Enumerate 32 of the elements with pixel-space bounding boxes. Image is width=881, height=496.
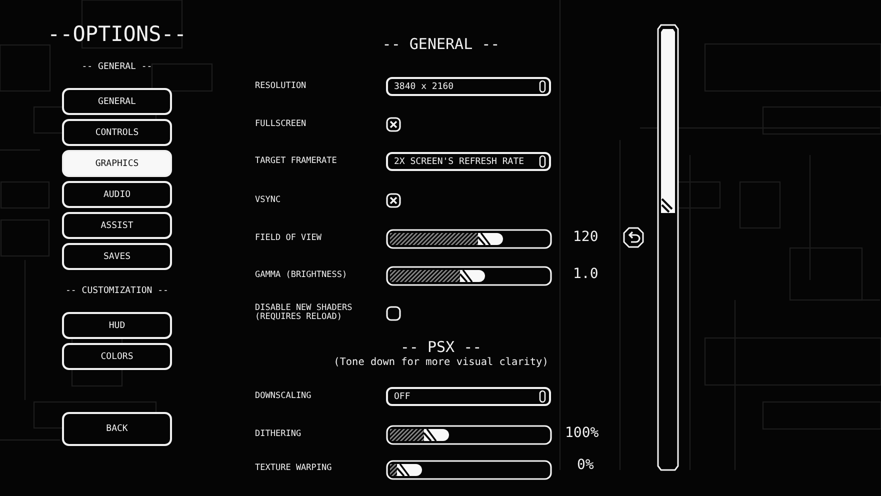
section-subtitle: (Tone down for more visual clarity) — [332, 358, 550, 369]
menu-button: SAVES — [62, 243, 172, 270]
setting-value: 100% — [565, 426, 599, 441]
section-heading: -- CUSTOMIZATION -- — [64, 287, 170, 296]
setting-label: FULLSCREEN — [255, 120, 306, 129]
section-heading: -- GENERAL -- — [80, 63, 154, 72]
page-title: --OPTIONS-- — [46, 23, 188, 46]
menu-button: ASSIST — [62, 212, 172, 239]
menu-button: GRAPHICS — [62, 150, 172, 177]
setting-label: FIELD OF VIEW — [255, 234, 322, 243]
menu-button: CONTROLS — [62, 119, 172, 146]
menu-button: GENERAL — [62, 88, 172, 115]
setting-label: RESOLUTION — [255, 82, 306, 91]
dropdown-field: 3840 x 2160 — [386, 77, 551, 96]
menu-button: HUD — [62, 312, 172, 339]
setting-label: DOWNSCALING — [255, 392, 312, 401]
setting-label: DISABLE NEW SHADERS (REQUIRES RELOAD) — [255, 304, 354, 322]
menu-button: AUDIO — [62, 181, 172, 208]
setting-label: TEXTURE WARPING — [255, 464, 332, 473]
setting-value: 0% — [577, 458, 594, 473]
menu-button: BACK — [62, 412, 172, 446]
setting-value: 120 — [573, 230, 598, 245]
section-heading: -- PSX -- — [399, 340, 483, 356]
setting-label: TARGET FRAMERATE — [255, 157, 337, 166]
dropdown-field: OFF — [386, 387, 551, 406]
setting-label: VSYNC — [255, 196, 281, 205]
setting-label: GAMMA (BRIGHTNESS) — [255, 271, 348, 280]
menu-button: COLORS — [62, 343, 172, 370]
setting-label: DITHERING — [255, 430, 302, 439]
section-heading: -- GENERAL -- — [381, 37, 501, 53]
setting-value: 1.0 — [573, 267, 598, 282]
dropdown-field: 2X SCREEN'S REFRESH RATE — [386, 152, 551, 171]
